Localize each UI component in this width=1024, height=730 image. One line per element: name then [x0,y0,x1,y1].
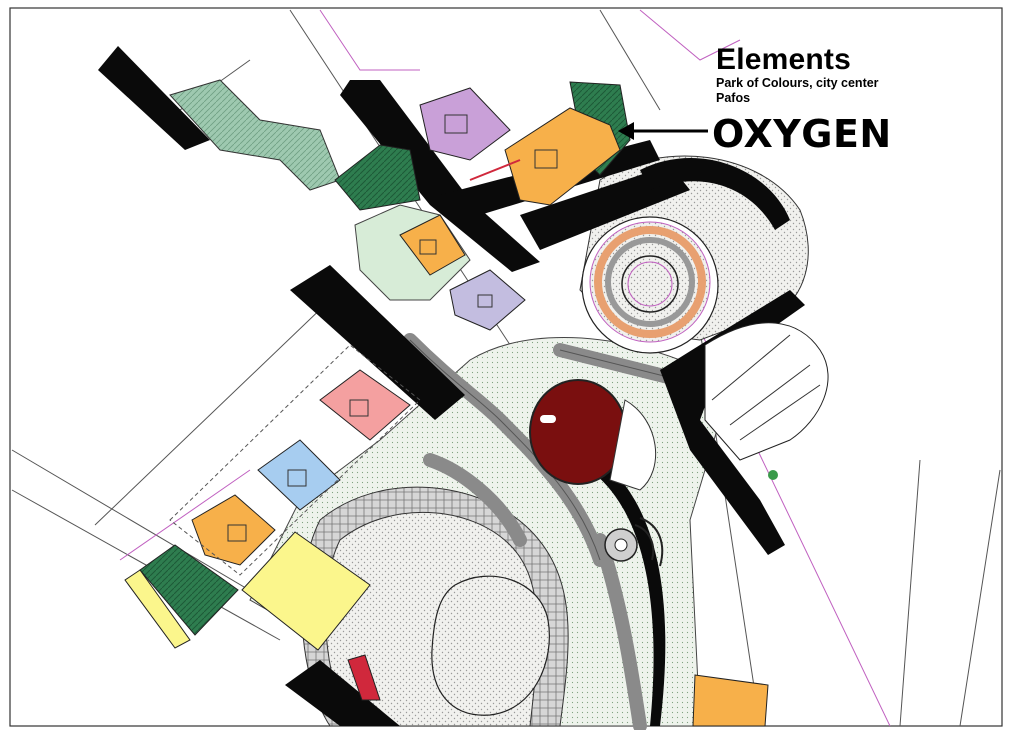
oxygen-label: OXYGEN [712,112,892,156]
project-subtitle: Park of Colours, city center [716,76,879,90]
oval-garden-inner [431,575,550,716]
oxygen-pointer-arrow [618,122,708,140]
red-line [469,159,521,181]
building-details [227,114,558,542]
title-block: Elements Park of Colours, city center Pa… [716,44,879,106]
green-lawn-north [334,144,421,211]
project-city: Pafos [716,91,751,105]
parking-lot [704,322,829,480]
buildings [191,87,769,727]
fountain-feature [604,517,664,567]
red-dome [529,379,657,491]
yellow-strip [124,569,191,649]
amphitheatre [581,216,719,354]
red-accent [347,654,381,701]
project-title: Elements [716,43,851,76]
green-lawn-southwest [139,544,239,636]
